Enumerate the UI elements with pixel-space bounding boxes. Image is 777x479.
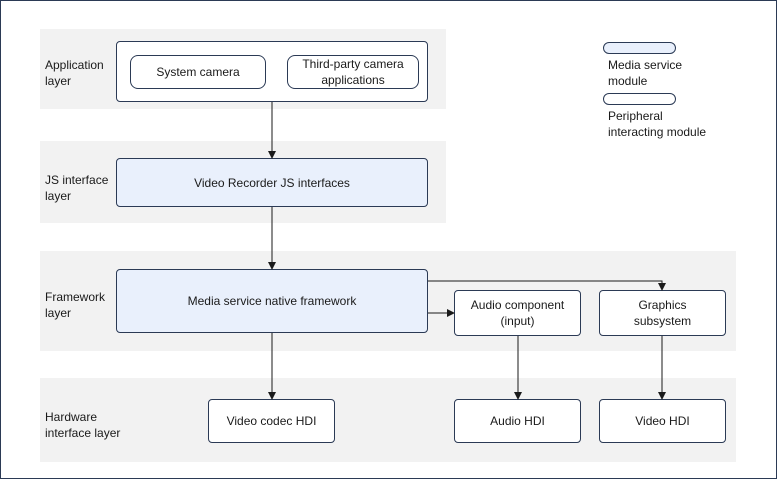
js-interface-layer-label: JS interface layer	[45, 173, 109, 203]
video-recorder-js-interfaces-box: Video Recorder JS interfaces	[116, 158, 428, 207]
application-layer-label: Application layer	[45, 58, 104, 88]
framework-layer-label: Framework layer	[45, 290, 106, 320]
video-hdi-box: Video HDI	[599, 399, 726, 443]
system-camera-box: System camera	[130, 55, 266, 89]
audio-hdi-box: Audio HDI	[454, 399, 581, 443]
arrow-framework-to-graphics	[428, 280, 666, 291]
hardware-layer-label: Hardware interface layer	[45, 410, 121, 440]
legend-media-service-swatch	[603, 42, 676, 54]
audio-component-box: Audio component (input)	[454, 290, 581, 336]
legend-peripheral-label: Peripheral interacting module	[608, 109, 707, 139]
graphics-subsystem-box: Graphics subsystem	[599, 290, 726, 336]
legend-peripheral-swatch	[603, 93, 676, 105]
third-party-camera-box: Third-party camera applications	[287, 55, 419, 89]
legend-media-service-label: Media service module	[608, 58, 683, 88]
